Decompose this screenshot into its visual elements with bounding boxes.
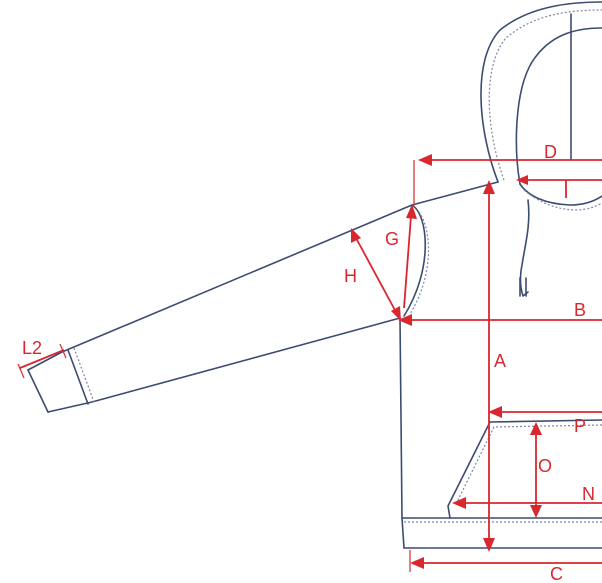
- arrow-d-left: [418, 154, 432, 166]
- arrow-g-top: [406, 204, 417, 219]
- label-b: B: [574, 300, 586, 320]
- hood-lower-edge: [519, 183, 602, 206]
- label-p: P: [574, 416, 586, 436]
- arrow-neck-left: [516, 175, 528, 185]
- label-g: G: [385, 229, 399, 249]
- arrow-h-top: [351, 228, 361, 243]
- arrow-c-left: [410, 557, 424, 569]
- guide-l2-right: [59, 343, 67, 359]
- measure-line-h: [355, 237, 397, 313]
- pocket-outline: [447, 419, 602, 519]
- hoodie-outline: [27, 1, 602, 549]
- label-o: O: [538, 456, 552, 476]
- arrow-b-left: [398, 314, 412, 326]
- drawstring: [519, 199, 530, 297]
- arrow-a-top: [483, 180, 495, 194]
- hood-lower-stitch: [523, 189, 602, 211]
- cuff-seam: [67, 349, 89, 405]
- cuff-end: [27, 369, 49, 413]
- arrow-p-left: [488, 406, 502, 418]
- shoulder-line: [27, 181, 499, 371]
- label-c: C: [550, 564, 563, 583]
- arrow-a-bottom: [483, 538, 495, 552]
- cuff-seam-stitch: [73, 347, 95, 403]
- label-a: A: [494, 351, 506, 371]
- measure-line-g: [403, 215, 412, 309]
- arrow-h-bottom: [391, 306, 401, 321]
- hood-outer: [480, 1, 602, 183]
- measurement-lines: [17, 154, 602, 572]
- body-side: [399, 317, 405, 549]
- drawstring-tip: [519, 277, 527, 297]
- arrow-o-top: [530, 422, 542, 435]
- armhole-stitch: [409, 211, 430, 315]
- measure-line-l2: [19, 349, 65, 369]
- label-l2: L2: [22, 338, 42, 358]
- measurement-labels: D A B G H L2 P O N C: [22, 142, 595, 583]
- arrow-o-bottom: [530, 505, 542, 518]
- label-n: N: [582, 484, 595, 504]
- armhole: [403, 204, 427, 317]
- hood-opening: [515, 27, 602, 185]
- label-h: H: [344, 266, 357, 286]
- sleeve-underside: [47, 317, 401, 413]
- guide-l2-left: [17, 363, 25, 379]
- hood-outer-stitch: [488, 9, 602, 181]
- label-d: D: [544, 142, 557, 162]
- arrow-n-left: [452, 497, 466, 509]
- pocket-stitch: [454, 424, 602, 507]
